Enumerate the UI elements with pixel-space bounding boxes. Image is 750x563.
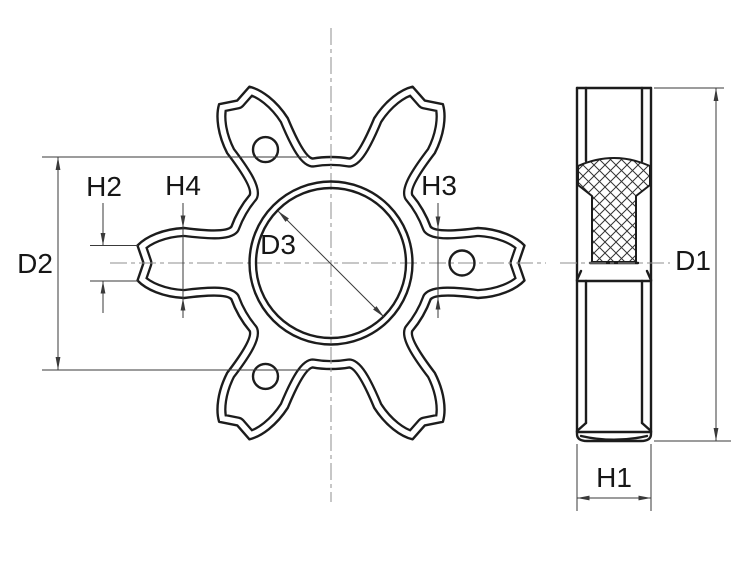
dim-h4: H4 [165, 170, 201, 318]
side-view: D1 H1 [560, 86, 731, 511]
lobe-hole-lower-left [251, 362, 280, 391]
dim-label-h4: H4 [165, 170, 201, 201]
dim-label-h1: H1 [596, 462, 632, 493]
front-view: D2 H2 H4 H3 [17, 28, 546, 502]
dim-d2: D2 [17, 156, 310, 371]
side-bottom-band [575, 430, 653, 443]
lobe-hole-upper-left [251, 135, 280, 164]
lobe-hole-right [448, 249, 476, 277]
dim-h2: H2 [86, 171, 138, 313]
bore-inner-circle [254, 186, 408, 340]
dim-h3: H3 [421, 170, 457, 318]
dim-h1: H1 [576, 444, 652, 511]
dim-label-d2: D2 [17, 248, 53, 279]
side-chamfer-left-mid [575, 269, 583, 282]
side-chamfer-right-mid [645, 269, 653, 282]
dim-d1: D1 [654, 87, 731, 442]
dim-label-d3: D3 [260, 229, 296, 260]
dim-label-h3: H3 [421, 170, 457, 201]
dim-label-h2: H2 [86, 171, 122, 202]
bore-outer-circle [248, 180, 414, 346]
dim-label-d1: D1 [675, 245, 711, 276]
side-chamfer-left-bottom [575, 421, 588, 433]
side-chamfer-right-bottom [640, 421, 653, 433]
side-bottom-arc [579, 434, 649, 441]
section-hatch [577, 157, 651, 263]
dim-d3: D3 [260, 210, 385, 318]
